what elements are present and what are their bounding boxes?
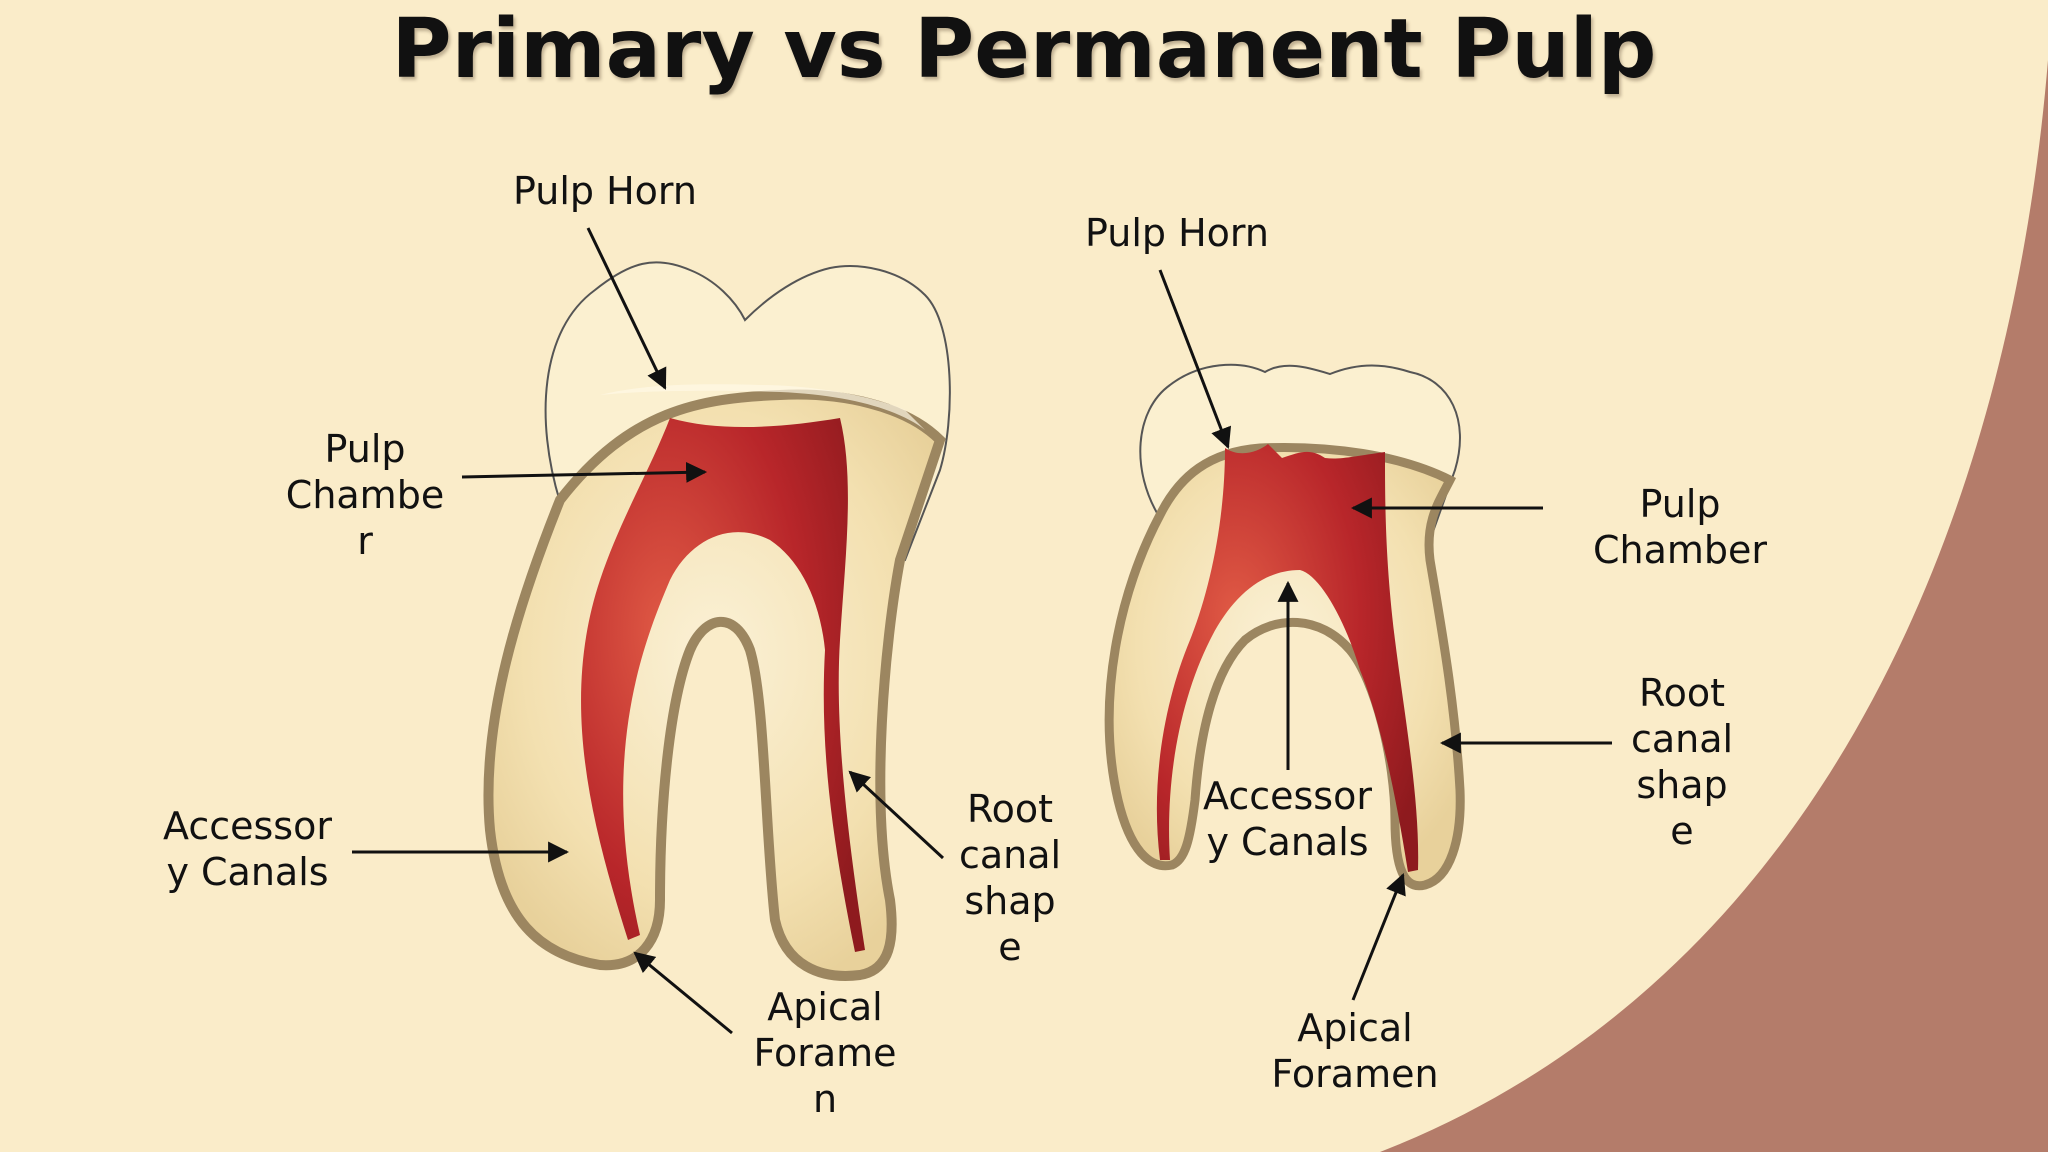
label-line: r [357,519,373,563]
primary-apical-foramen-label: Apical Forame n [740,984,910,1122]
arrow-permanent-apical-foramen [1351,873,1406,1001]
label-line: canal [958,833,1062,877]
corner-accent [1380,60,2048,1152]
label-line: shap [964,879,1056,923]
primary-tooth [483,261,951,981]
primary-accessory-canals-label: Accessor y Canals [140,803,355,895]
arrow-primary-pulp-chamber [461,461,708,483]
arrow-primary-apical-foramen [633,951,733,1035]
label-line: Chamber [1592,528,1768,572]
permanent-pulp-horn-label: Pulp Horn [1085,211,1269,255]
permanent-apical-foramen-label: Apical Foramen [1260,1005,1450,1097]
primary-pulp [581,418,865,952]
label-line: n [812,1077,838,1121]
permanent-tooth [1104,363,1465,891]
label-line: Chambe [285,473,445,517]
label-line: Root [966,787,1054,831]
label-line: canal [1630,717,1734,761]
label-line: Forame [753,1031,897,1075]
label-line: Foramen [1271,1052,1439,1096]
arrow-primary-pulp-horn [586,227,667,390]
primary-pulp-chamber-label: Pulp Chambe r [265,426,465,564]
label-line: Accessor [163,804,332,848]
label-line: e [998,925,1022,969]
primary-root-canal-shape-label: Root canal shap e [940,786,1080,970]
label-line: shap [1636,763,1728,807]
permanent-accessory-canals-label: Accessor y Canals [1180,773,1395,865]
permanent-pulp-chamber-label: Pulp Chamber [1575,481,1785,573]
arrow-primary-root-canal-shape [848,770,945,860]
label-line: y Canals [1206,820,1369,864]
label-line: Apical [1297,1006,1413,1050]
label-line: Pulp [324,427,406,471]
primary-pulp-horn-label: Pulp Horn [513,169,697,213]
label-line: y Canals [166,850,329,894]
label-line: Pulp [1639,482,1721,526]
label-line: Accessor [1203,774,1372,818]
arrow-permanent-pulp-horn [1158,269,1232,449]
slide-title: Primary vs Permanent Pulp [391,2,1657,97]
label-line: Apical [767,985,883,1029]
permanent-pulp [1156,444,1419,872]
label-line: e [1670,809,1694,853]
label-line: Root [1638,671,1726,715]
arrows [352,227,1612,1035]
permanent-root-canal-shape-label: Root canal shap e [1612,670,1752,854]
